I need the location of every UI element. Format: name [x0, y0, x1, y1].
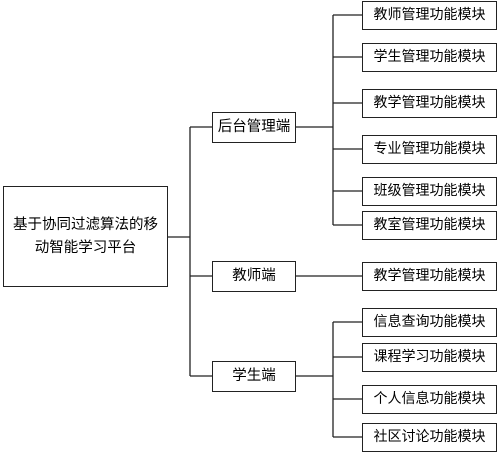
module-node: 教学管理功能模块: [362, 89, 497, 118]
module-node: 社区讨论功能模块: [362, 423, 497, 452]
module-label: 课程学习功能模块: [373, 348, 486, 365]
module-label: 教学管理功能模块: [373, 94, 486, 111]
module-node: 教学管理功能模块: [362, 262, 497, 291]
branch-node-teacher: 教师端: [212, 261, 296, 292]
module-node: 班级管理功能模块: [362, 177, 497, 206]
module-label: 教室管理功能模块: [373, 216, 486, 233]
branch-node-student: 学生端: [212, 361, 296, 392]
module-label: 教学管理功能模块: [373, 267, 486, 284]
root-node: 基于协同过滤算法的移动智能学习平台: [3, 186, 168, 287]
module-label: 信息查询功能模块: [373, 313, 486, 330]
branch-label: 学生端: [232, 368, 276, 385]
module-label: 个人信息功能模块: [373, 390, 486, 407]
module-label: 班级管理功能模块: [373, 182, 486, 199]
branch-label: 教师端: [232, 268, 276, 285]
module-node: 学生管理功能模块: [362, 43, 497, 72]
module-node: 专业管理功能模块: [362, 135, 497, 164]
root-label: 基于协同过滤算法的移动智能学习平台: [13, 217, 158, 256]
module-node: 教师管理功能模块: [362, 1, 497, 30]
module-label: 教师管理功能模块: [373, 6, 486, 23]
module-label: 学生管理功能模块: [373, 48, 486, 65]
branch-node-backend: 后台管理端: [212, 112, 296, 143]
branch-label: 后台管理端: [217, 119, 291, 136]
module-node: 信息查询功能模块: [362, 308, 497, 337]
module-node: 教室管理功能模块: [362, 211, 497, 240]
module-label: 社区讨论功能模块: [373, 428, 486, 445]
module-label: 专业管理功能模块: [373, 140, 486, 157]
module-node: 课程学习功能模块: [362, 343, 497, 372]
module-node: 个人信息功能模块: [362, 385, 497, 414]
